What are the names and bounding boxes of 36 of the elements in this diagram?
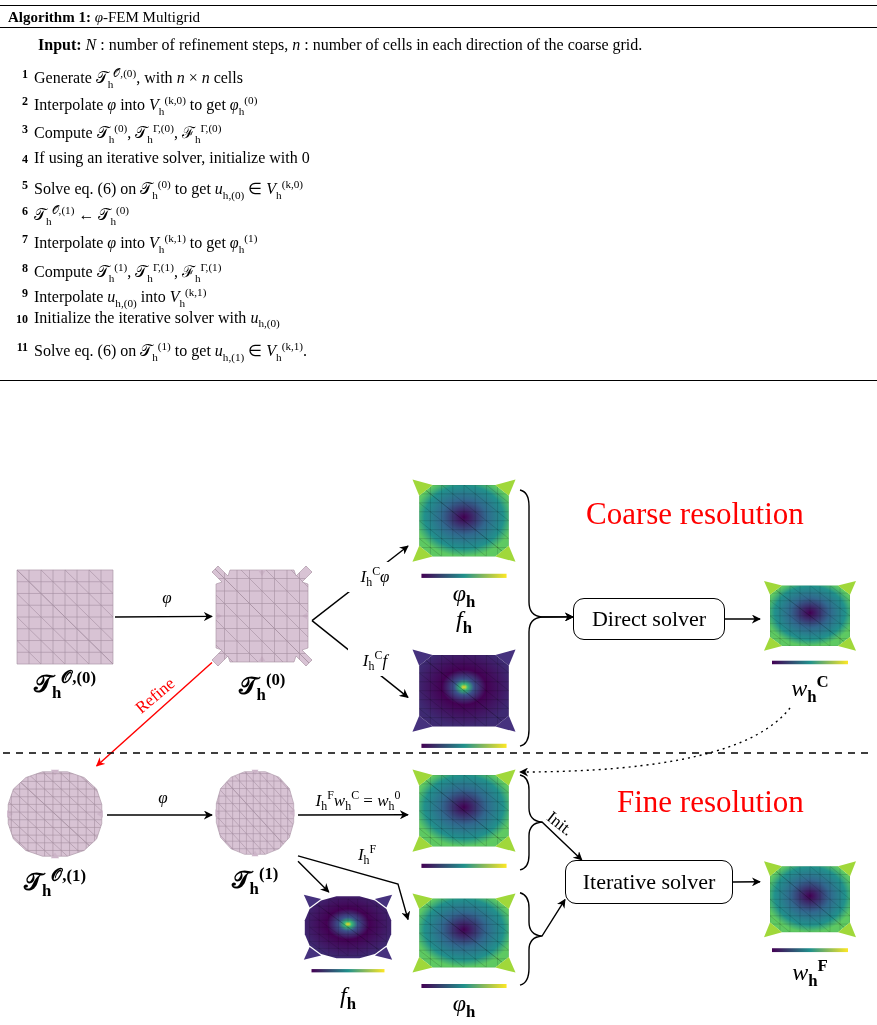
arrow: [114, 611, 213, 621]
arrow: [297, 855, 411, 921]
process-box: Direct solver: [573, 598, 725, 640]
section-heading: Coarse resolution: [586, 496, 804, 532]
arrow: [519, 707, 791, 777]
line-number: 8: [21, 260, 28, 277]
arrow: [297, 810, 409, 820]
arrow: [724, 614, 761, 624]
line-number: 7: [21, 231, 28, 248]
arrow: [519, 892, 566, 986]
line-number: 6: [21, 203, 28, 220]
line-number: 1: [21, 66, 28, 83]
math-label: φ$_{h}$: [451, 990, 477, 1022]
arrow: [297, 860, 330, 893]
algorithm-title: Algorithm 1: φ-FEM Multigrid: [8, 8, 201, 27]
line-number: 9: [21, 285, 28, 302]
line-number: 11: [15, 339, 28, 356]
edge-label: Init.: [542, 806, 578, 842]
arrow: [732, 877, 761, 887]
algorithm-step: If using an iterative solver, initialize with 0: [34, 148, 310, 168]
section-heading: Fine resolution: [617, 784, 804, 820]
math-label: f$_{h}$: [339, 982, 357, 1014]
line-number: 2: [21, 93, 28, 110]
input-line: Input: N : number of refinement steps, n : number of cells in each direction of the coarse grid.: [38, 35, 643, 55]
arrow: [106, 810, 213, 820]
arrow: [519, 774, 583, 871]
process-box: Iterative solver: [565, 860, 733, 904]
algorithm-step: Solve eq. (6) on 𝒯$_{h}$$^{(1)}$ to get u$_{h,(1)}$ ∈ V$_{h}$$^{(k,1)}$.: [34, 336, 308, 367]
arrow: [519, 612, 574, 747]
line-number: 4: [21, 151, 28, 168]
line-number: 10: [15, 311, 28, 328]
algorithm-step: Generate 𝒯$_{h}$$^{𝒪,(0)}$, with n × n cells: [34, 63, 243, 94]
line-number: 5: [21, 177, 28, 194]
line-number: 3: [21, 121, 28, 138]
arrow: [95, 661, 213, 767]
algorithm-step: Initialize the iterative solver with u$_{h,(0)}$: [34, 308, 280, 334]
